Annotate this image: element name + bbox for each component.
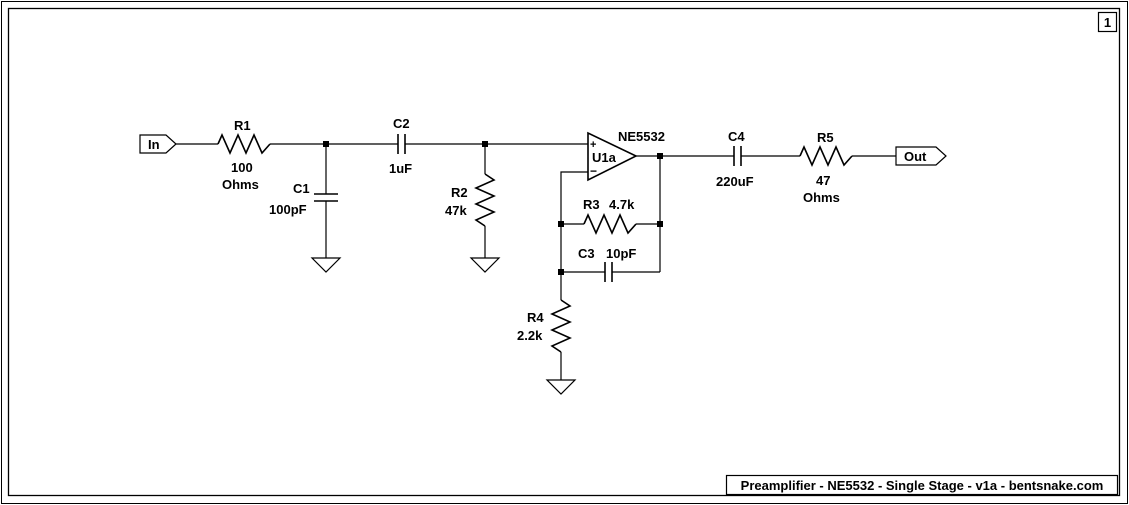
capacitor-c3: C3 10pF bbox=[561, 246, 660, 282]
c4-value: 220uF bbox=[716, 174, 754, 189]
wire-inverting-input bbox=[560, 171, 588, 300]
r1-value-unit: Ohms bbox=[222, 177, 259, 192]
c2-value: 1uF bbox=[389, 161, 412, 176]
r5-value: 47 bbox=[816, 173, 830, 188]
r2-value: 47k bbox=[445, 203, 467, 218]
input-port-label: In bbox=[148, 137, 160, 152]
ground-r2 bbox=[469, 257, 501, 273]
capacitor-c4: C4 220uF bbox=[716, 129, 754, 189]
u1-ref: U1a bbox=[592, 150, 617, 165]
title-block bbox=[725, 474, 1119, 496]
sheet-number-box bbox=[1097, 11, 1118, 33]
r5-value-unit: Ohms bbox=[803, 190, 840, 205]
resistor-r1: R1 100 Ohms bbox=[217, 118, 271, 192]
opamp-plus-sign: + bbox=[590, 139, 596, 151]
sheet-number: 1 bbox=[1104, 15, 1111, 30]
opamp-u1a: + − U1a NE5532 bbox=[587, 129, 665, 182]
ground-r4 bbox=[545, 379, 577, 395]
sheet-title: Preamplifier - NE5532 - Single Stage - v… bbox=[741, 478, 1104, 493]
resistor-r2: R2 47k bbox=[445, 144, 496, 258]
r3-ref: R3 bbox=[583, 197, 600, 212]
capacitor-c2: C2 1uF bbox=[389, 116, 412, 176]
c3-ref: C3 bbox=[578, 246, 595, 261]
output-port: Out bbox=[895, 146, 947, 166]
c2-ref: C2 bbox=[393, 116, 410, 131]
sheet-border bbox=[7, 7, 1121, 497]
input-port: In bbox=[139, 134, 177, 154]
c1-ref: C1 bbox=[293, 181, 310, 196]
c1-value: 100pF bbox=[269, 202, 307, 217]
u1-part: NE5532 bbox=[618, 129, 665, 144]
r1-value: 100 bbox=[231, 160, 253, 175]
ground-c1 bbox=[310, 257, 342, 273]
r4-value: 2.2k bbox=[517, 328, 543, 343]
r5-ref: R5 bbox=[817, 130, 834, 145]
c3-value: 10pF bbox=[606, 246, 636, 261]
capacitor-c1: C1 100pF bbox=[269, 144, 338, 258]
c4-ref: C4 bbox=[728, 129, 745, 144]
r1-ref: R1 bbox=[234, 118, 251, 133]
r4-ref: R4 bbox=[527, 310, 544, 325]
resistor-r4: R4 2.2k bbox=[517, 299, 572, 380]
r2-ref: R2 bbox=[451, 185, 468, 200]
opamp-minus-sign: − bbox=[590, 164, 597, 178]
resistor-r5: R5 47 Ohms bbox=[799, 130, 853, 205]
resistor-r3: R3 4.7k bbox=[561, 197, 660, 235]
r3-value: 4.7k bbox=[609, 197, 635, 212]
output-port-label: Out bbox=[904, 149, 927, 164]
